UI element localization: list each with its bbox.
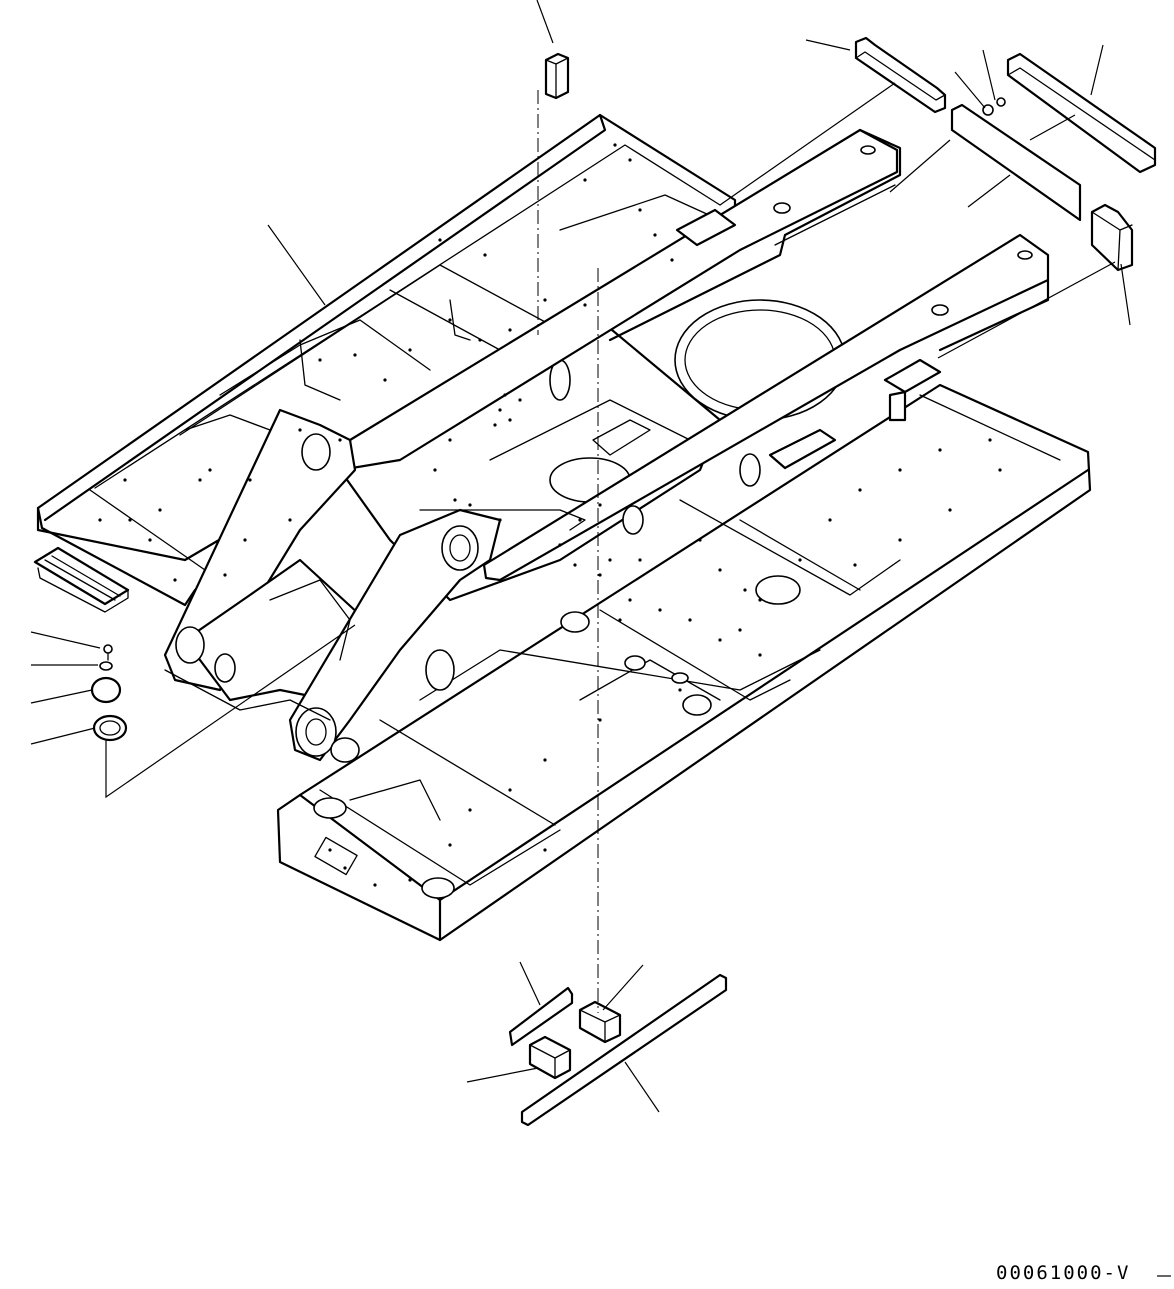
rivet-dot <box>498 408 502 412</box>
rivet-dot <box>353 353 357 357</box>
lower-cross-beam <box>482 233 1050 582</box>
rivet-dots <box>98 143 1002 887</box>
rivet-dot <box>98 518 102 522</box>
rivet-dot <box>448 843 452 847</box>
rivet-dot <box>288 518 292 522</box>
rivet-dot <box>478 338 482 342</box>
rivet-dot <box>173 578 177 582</box>
exploded-parts-left <box>90 644 128 742</box>
rivet-dot <box>508 328 512 332</box>
exploded-parts-bottom <box>508 973 728 1127</box>
rivet-dot <box>483 253 487 257</box>
exploded-parts-top <box>544 36 1157 272</box>
rivet-dot <box>468 808 472 812</box>
x-frame-legs <box>163 408 586 763</box>
rivet-dot <box>448 318 452 322</box>
left-track-frame <box>36 113 737 607</box>
rivet-dot <box>558 543 562 547</box>
rivet-dot <box>338 438 342 442</box>
rivet-dot <box>328 848 332 852</box>
rivet-dot <box>628 158 632 162</box>
rivet-dot <box>468 503 472 507</box>
rivet-dot <box>598 573 602 577</box>
rivet-dot <box>198 478 202 482</box>
rivet-dot <box>998 468 1002 472</box>
rivet-dot <box>898 538 902 542</box>
rivet-dot <box>718 638 722 642</box>
rivet-dot <box>670 258 674 262</box>
rivet-dot <box>598 718 602 722</box>
rivet-dot <box>498 518 502 522</box>
upper-cross-beam <box>348 128 902 470</box>
rivet-dot <box>653 233 657 237</box>
rivet-dot <box>438 238 442 242</box>
rivet-dot <box>343 866 347 870</box>
rivet-dot <box>743 588 747 592</box>
rivet-dot <box>383 378 387 382</box>
rivet-dot <box>628 598 632 602</box>
leader-lines <box>30 0 1131 1113</box>
rivet-dot <box>678 688 682 692</box>
rivet-dot <box>573 563 577 567</box>
rivet-dot <box>598 503 602 507</box>
rivet-dot <box>148 538 152 542</box>
rivet-dot <box>503 393 507 397</box>
rivet-dot <box>738 628 742 632</box>
rivet-dot <box>938 448 942 452</box>
step <box>33 546 130 613</box>
rivet-dot <box>318 358 322 362</box>
rivet-dot <box>828 518 832 522</box>
rivet-dot <box>758 653 762 657</box>
rivet-dot <box>543 758 547 762</box>
rivet-dot <box>608 558 612 562</box>
rivet-dot <box>208 468 212 472</box>
corner-mark <box>1157 1275 1171 1277</box>
rivet-dot <box>508 788 512 792</box>
rivet-dot <box>493 423 497 427</box>
rivet-dot <box>658 608 662 612</box>
rivet-dot <box>158 508 162 512</box>
rivet-dot <box>508 418 512 422</box>
rivet-dot <box>948 508 952 512</box>
rivet-dot <box>718 568 722 572</box>
rivet-dot <box>518 398 522 402</box>
rivet-dot <box>758 598 762 602</box>
rivet-dot <box>688 618 692 622</box>
rivet-dot <box>128 518 132 522</box>
rivet-dot <box>853 563 857 567</box>
rivet-dot <box>618 618 622 622</box>
rivet-dot <box>613 143 617 147</box>
rivet-dot <box>298 428 302 432</box>
right-track-frame <box>276 383 1092 942</box>
rivet-dot <box>408 878 412 882</box>
rivet-dot <box>448 438 452 442</box>
rivet-dot <box>858 488 862 492</box>
drawing-number: 00061000-V <box>996 1262 1131 1284</box>
rivet-dot <box>223 573 227 577</box>
rivet-dot <box>583 303 587 307</box>
rivet-dot <box>408 348 412 352</box>
rivet-dot <box>433 468 437 472</box>
rivet-dot <box>248 478 252 482</box>
rivet-dot <box>583 178 587 182</box>
rivet-dot <box>543 298 547 302</box>
rivet-dot <box>243 538 247 542</box>
rivet-dot <box>123 478 127 482</box>
rivet-dot <box>988 438 992 442</box>
rivet-dot <box>453 498 457 502</box>
rivet-dot <box>638 208 642 212</box>
rivet-dot <box>698 538 702 542</box>
rivet-dot <box>373 883 377 887</box>
rivet-dot <box>578 518 582 522</box>
rivet-dot <box>543 848 547 852</box>
rivet-dot <box>798 558 802 562</box>
rivet-dot <box>898 468 902 472</box>
rivet-dot <box>638 558 642 562</box>
